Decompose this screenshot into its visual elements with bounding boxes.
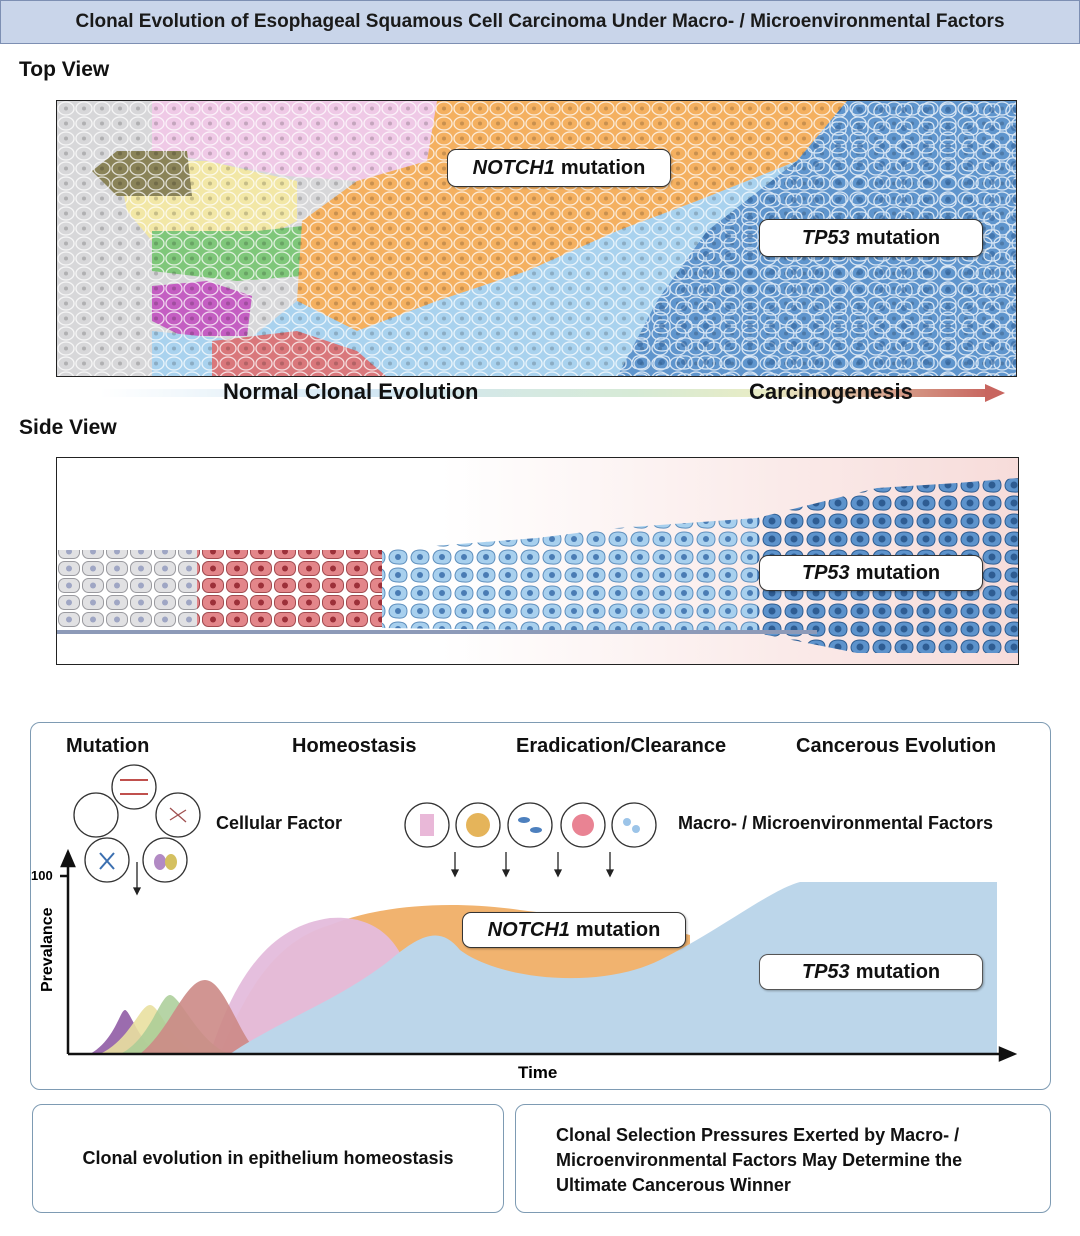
dna-icon: [111, 764, 157, 810]
text-line: Clonal Selection Pressures Exerted by Ma…: [556, 1125, 960, 1145]
normal-clonal-evolution-label: Normal Clonal Evolution: [223, 379, 479, 404]
figure-title: Clonal Evolution of Esophageal Squamous …: [0, 0, 1080, 44]
tp53-area: [230, 882, 997, 1054]
basement-membrane: [57, 630, 817, 634]
text-line: Ultimate Cancerous Winner: [556, 1175, 791, 1195]
gene-name: TP53: [801, 561, 850, 584]
label-suffix: mutation: [855, 561, 941, 584]
chromatin-remodeling-icon: [73, 792, 119, 838]
label-suffix: mutation: [855, 226, 941, 249]
label-suffix: mutation: [560, 156, 646, 179]
stage-homeostasis: Homeostasis: [292, 735, 417, 757]
normal-cells: [57, 550, 207, 628]
gene-name: NOTCH1: [472, 156, 555, 179]
factor-arrows: [132, 852, 615, 896]
light-blue-clone-cells: [382, 518, 757, 633]
label-suffix: mutation: [575, 918, 661, 941]
cellular-factor-label: Cellular Factor: [216, 813, 343, 833]
stage-cancerous-evolution: Cancerous Evolution: [796, 735, 997, 757]
progress-arrow: [100, 384, 1005, 402]
stage-eradication: Eradication/Clearance: [516, 735, 727, 757]
side-view-heading: Side View: [19, 416, 117, 439]
selection-pressure-box: Clonal Selection Pressures Exerted by Ma…: [515, 1104, 1051, 1213]
selection-pressure-text: Clonal Selection Pressures Exerted by Ma…: [556, 1123, 962, 1198]
macro-factors-label: Macro- / Microenvironmental Factors: [678, 813, 994, 833]
label-suffix: mutation: [855, 960, 941, 983]
gene-name: NOTCH1: [487, 918, 570, 941]
carcinogenesis-label: Carcinogenesis: [749, 379, 913, 404]
homeostasis-summary-box: Clonal evolution in epithelium homeostas…: [32, 1104, 504, 1213]
text-line: Microenvironmental Factors May Determine…: [556, 1150, 963, 1170]
gene-name: TP53: [801, 960, 850, 983]
bacteria-icon: [507, 802, 553, 848]
red-clone-area: [140, 980, 260, 1054]
axes: [60, 848, 1018, 1062]
gene-name: TP53: [801, 226, 850, 249]
y-tick-label: 100: [31, 868, 53, 883]
immune-cell-icon: [611, 802, 657, 848]
stage-mutation: Mutation: [66, 735, 150, 757]
prevalence-panel: [30, 722, 1051, 1090]
top-view-cell-map: [57, 101, 1016, 376]
y-axis-label: Prevalance: [39, 907, 56, 992]
homeostasis-summary-text: Clonal evolution in epithelium homeostas…: [82, 1148, 454, 1168]
x-axis-label: Time: [518, 1063, 558, 1082]
red-clone-cells: [197, 550, 382, 628]
top-view-heading: Top View: [19, 58, 110, 81]
